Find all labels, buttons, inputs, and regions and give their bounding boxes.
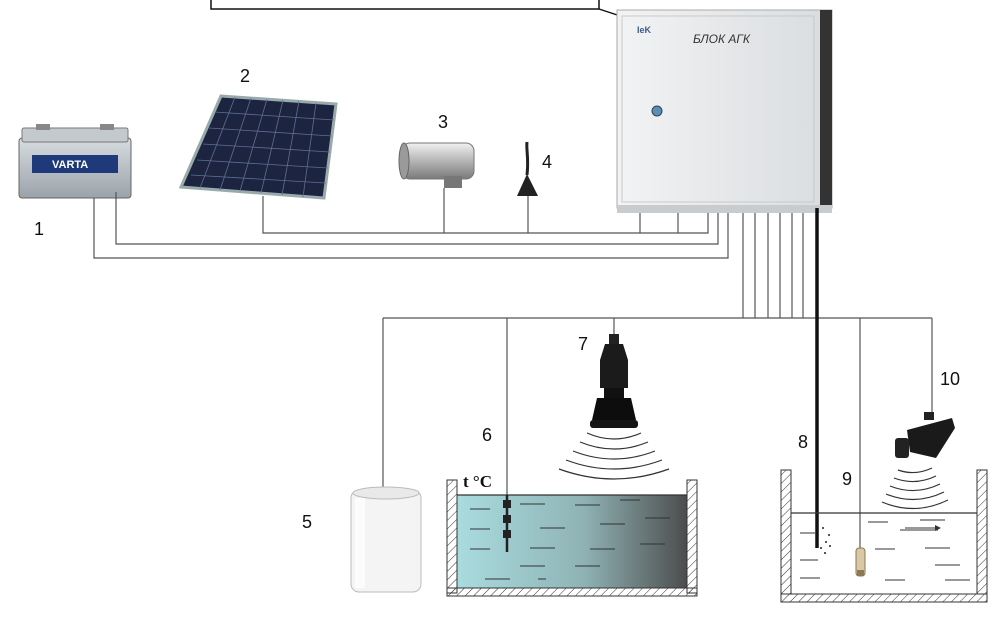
flow-radar-waves (881, 467, 949, 510)
flow-radar-icon (895, 412, 955, 458)
lock-icon (651, 105, 663, 117)
label-3: 3 (438, 112, 448, 132)
box-label: БЛОК АГК (693, 32, 751, 46)
label-2: 2 (240, 66, 250, 86)
callout-box (210, 0, 600, 10)
right-channel (780, 469, 988, 603)
pressure-sensor-icon (855, 547, 866, 577)
label-5: 5 (302, 512, 312, 532)
left-reservoir (446, 479, 698, 597)
battery-brand: VARTA (52, 159, 88, 171)
label-9: 9 (842, 469, 852, 489)
label-6: 6 (482, 425, 492, 445)
antenna-icon (517, 141, 538, 196)
box-brand: IeK (637, 25, 652, 35)
bus-wiring (382, 213, 933, 548)
camera-icon (398, 142, 475, 188)
battery-icon: VARTA (18, 124, 132, 199)
temperature-label: t °C (463, 472, 492, 491)
rain-gauge-icon (350, 486, 422, 593)
solar-panel-icon (178, 94, 338, 200)
top-wiring (93, 188, 729, 259)
control-box: IeK БЛОК АГК (616, 9, 833, 213)
label-10: 10 (940, 369, 960, 389)
radar-waves (558, 432, 670, 480)
label-1: 1 (34, 219, 44, 239)
label-7: 7 (578, 334, 588, 354)
label-4: 4 (542, 152, 552, 172)
flow-arrow-head (935, 525, 941, 531)
radar-sensor-icon (590, 334, 638, 428)
temperature-probe-icon (503, 495, 511, 552)
label-8: 8 (798, 432, 808, 452)
